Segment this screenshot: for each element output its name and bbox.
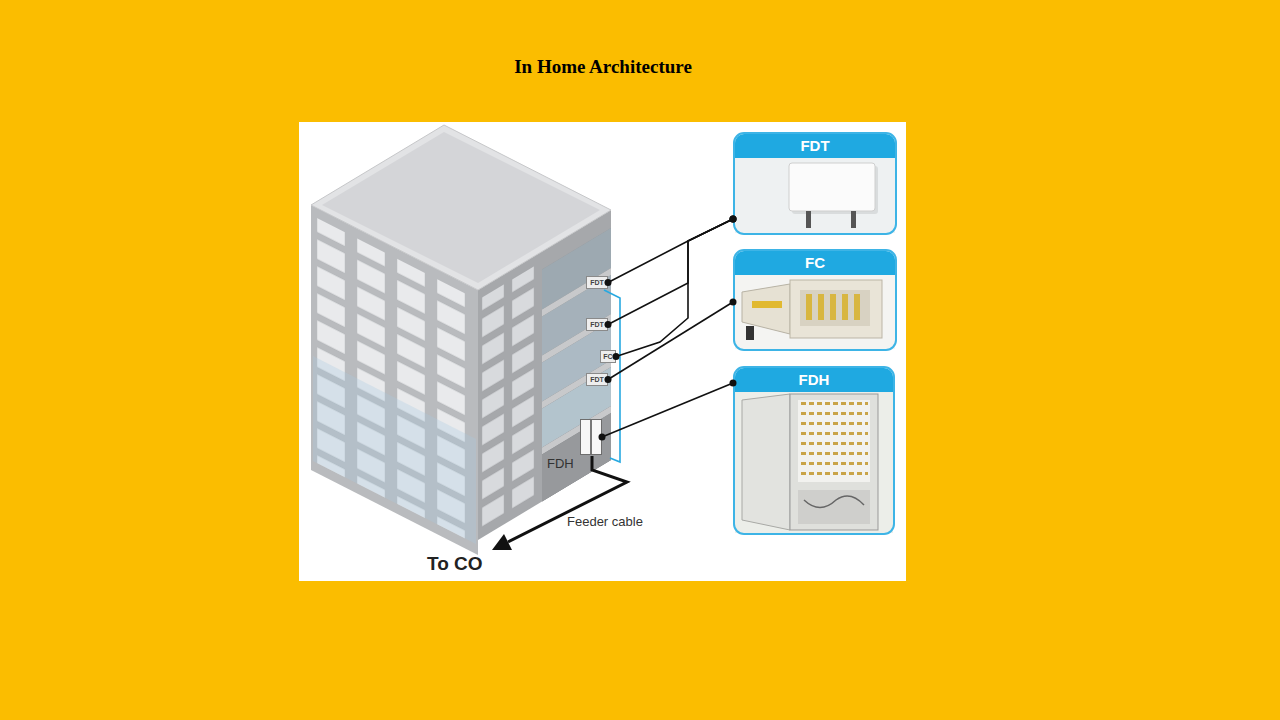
fdh-photo (735, 390, 893, 533)
callout-title: FDH (735, 368, 893, 392)
adapter (854, 294, 860, 320)
figure-panel (299, 122, 906, 581)
floor-slab (542, 268, 611, 317)
tag-text: FDT (590, 279, 604, 286)
equipment-tag: FDT (586, 276, 608, 289)
arrow-head (492, 534, 512, 550)
destination-label: To CO (427, 553, 483, 575)
open-door (742, 394, 790, 530)
panel (798, 400, 870, 482)
window-grid (480, 263, 540, 534)
adapter (818, 294, 824, 320)
connector-dot (613, 353, 620, 360)
lobby (542, 413, 611, 502)
cable-label: Feeder cable (567, 514, 643, 529)
diagram-title: In Home Architecture (403, 56, 803, 78)
enclosure (789, 163, 875, 211)
equipment-tag: FDT (586, 318, 608, 331)
connector-line (602, 383, 733, 437)
equipment-tag: FC (600, 350, 616, 363)
connector-dot (599, 434, 606, 441)
roof (311, 125, 611, 290)
patch-cord (804, 496, 864, 508)
fdt-photo (735, 156, 895, 233)
connector-dot (730, 216, 737, 223)
tag-text: FDT (590, 321, 604, 328)
distribution-hub: FDH (580, 419, 602, 455)
connector-dot (730, 216, 737, 223)
roof-inner (322, 132, 600, 283)
adapter-rows (800, 402, 868, 480)
callout-title: FC (735, 251, 895, 275)
callout-box: FDT (733, 132, 897, 235)
callout-title: FDT (735, 134, 895, 158)
cable-gland (851, 211, 856, 228)
connector-line (608, 302, 733, 380)
tag-text: FC (603, 353, 612, 360)
splice-tray (798, 490, 870, 524)
feeder-cable-line (508, 456, 627, 542)
adapter (806, 294, 812, 320)
floor-recess (542, 228, 611, 502)
photo-background (735, 390, 893, 533)
fc-photo (735, 273, 895, 349)
connector-line (608, 219, 733, 325)
connector-line (616, 219, 733, 357)
closure-box (790, 280, 882, 338)
floor-slab (542, 360, 611, 409)
glass-tint (313, 356, 476, 544)
connector-line (608, 219, 733, 283)
connector-dot (730, 380, 737, 387)
photo-background (735, 273, 895, 349)
cabinet-body (790, 394, 878, 530)
warning-label (752, 301, 782, 308)
connector-dot (605, 279, 612, 286)
photo-background (735, 156, 895, 233)
cable-gland (806, 211, 811, 228)
connector-dot (605, 321, 612, 328)
adapter (842, 294, 848, 320)
callout-box: FC (733, 249, 897, 351)
equipment-tag: FDT (586, 373, 608, 386)
connector-dot (730, 299, 737, 306)
adapter (830, 294, 836, 320)
connector-dot (730, 216, 737, 223)
key (746, 326, 754, 340)
callout-box: FDH (733, 366, 895, 535)
connector-dot (605, 376, 612, 383)
tag-text: FDT (590, 376, 604, 383)
hub-label: FDH (547, 456, 574, 471)
tray (800, 290, 870, 326)
